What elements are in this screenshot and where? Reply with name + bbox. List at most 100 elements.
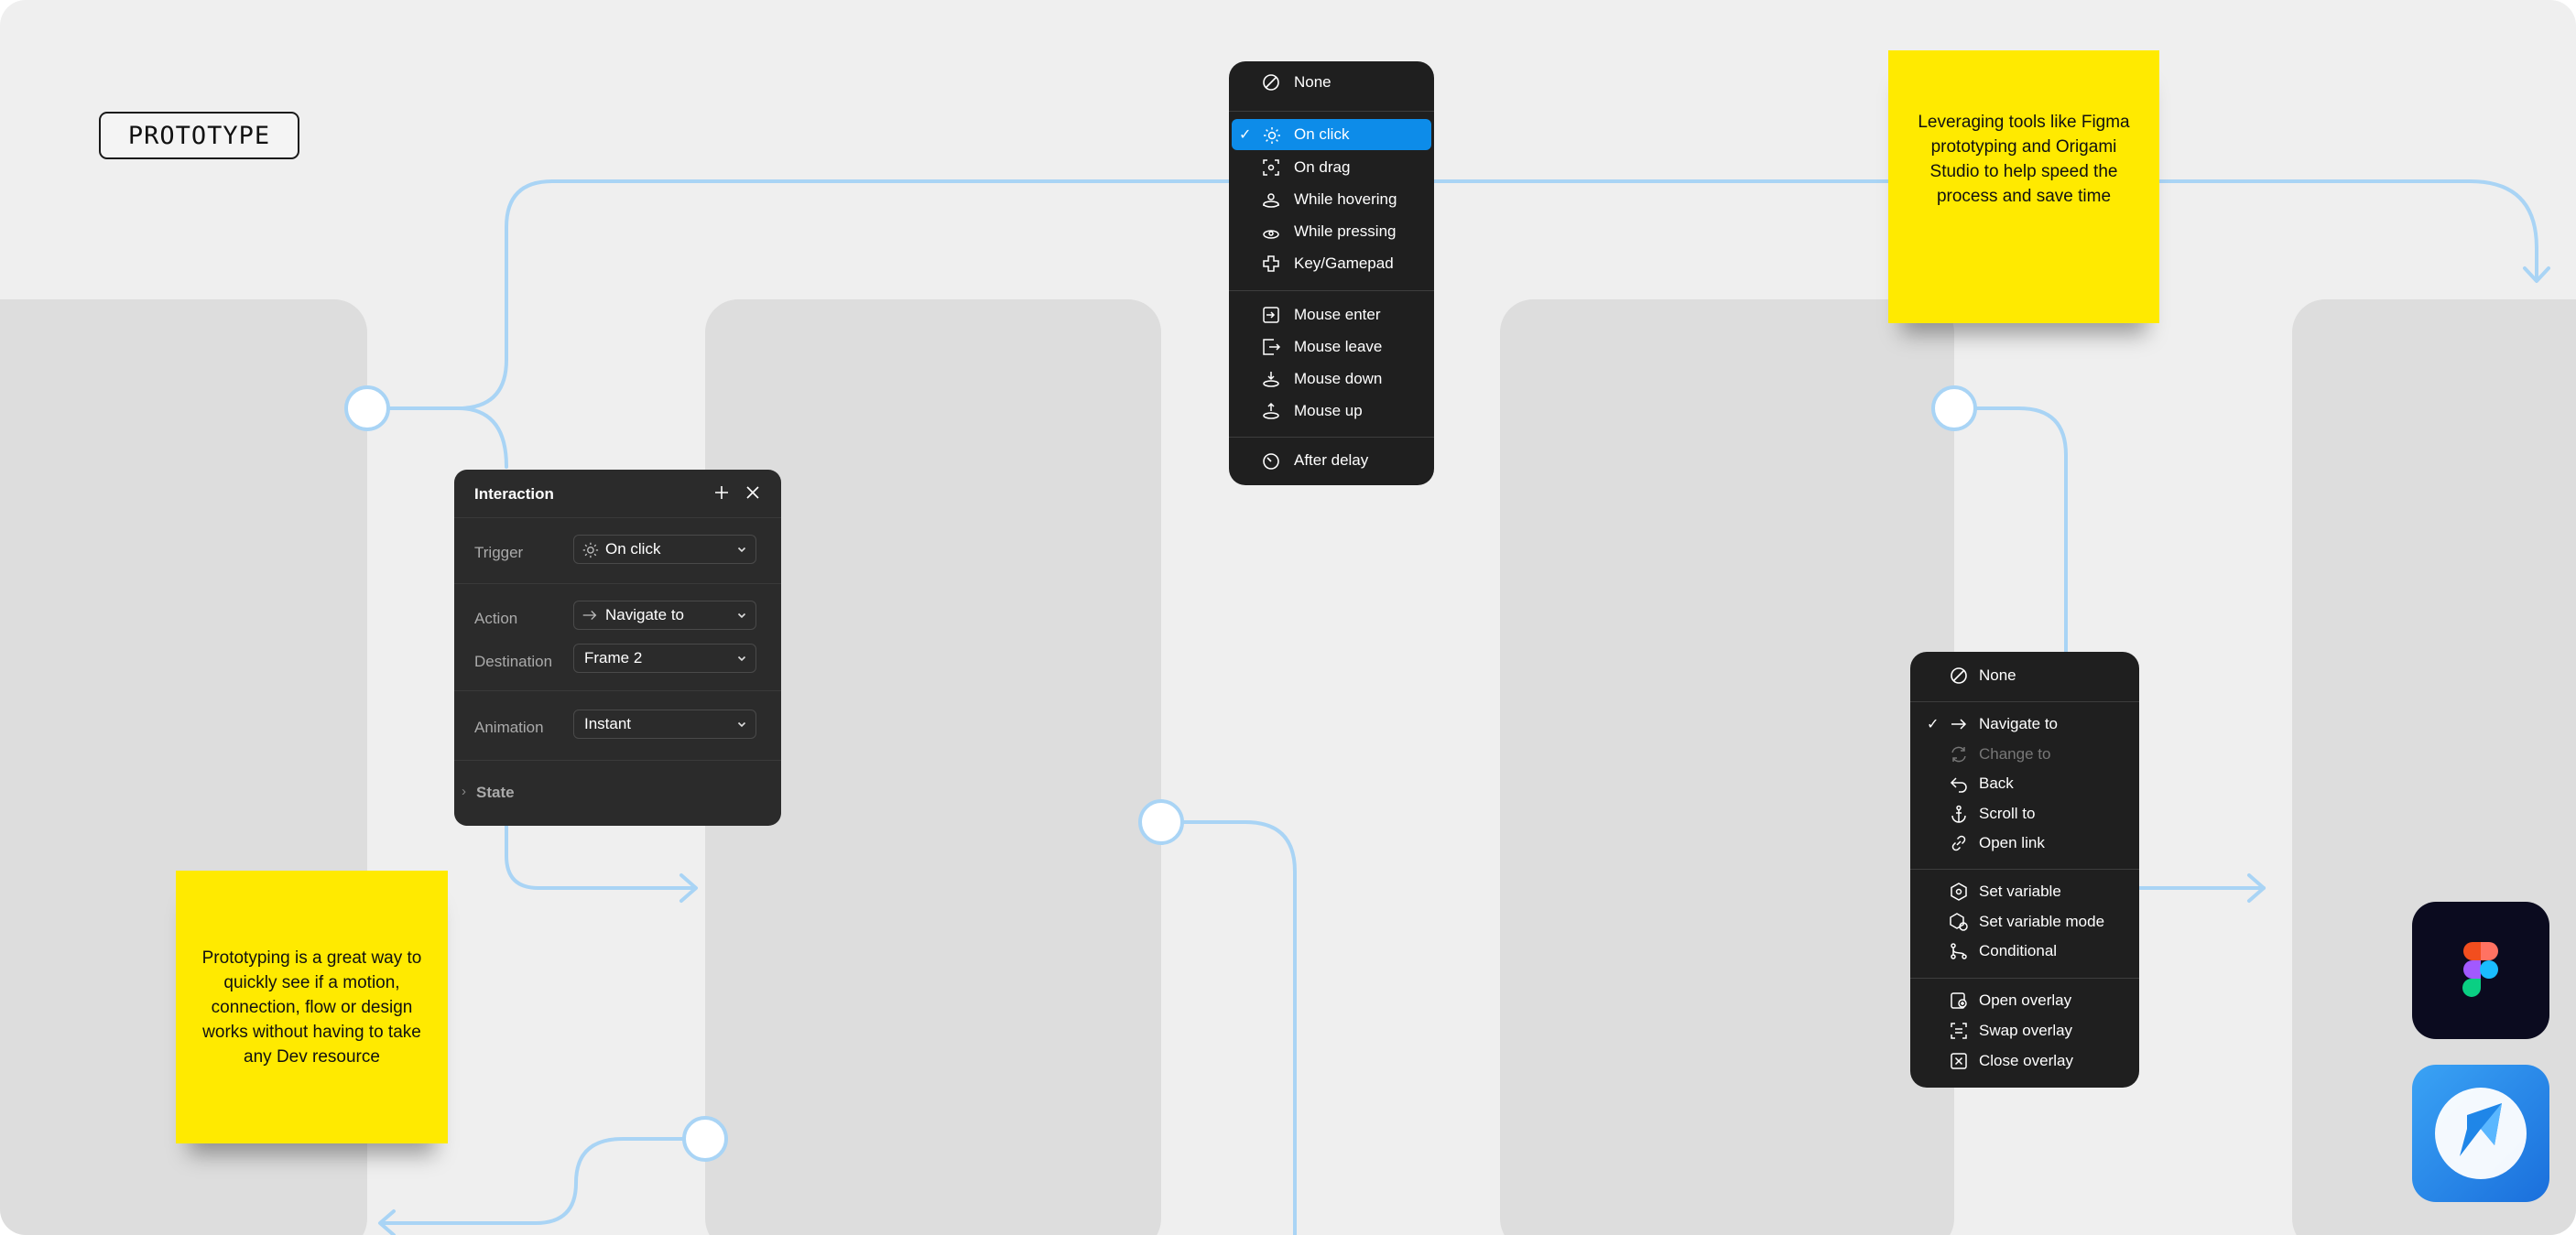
menu-item-close-overlay[interactable]: Close overlay	[1910, 1046, 2139, 1076]
mouse-leave-icon	[1261, 337, 1281, 357]
panel-divider	[454, 583, 781, 584]
origami-studio-app-icon[interactable]	[2412, 1065, 2549, 1202]
connection-node	[1931, 385, 1977, 431]
connection-node	[682, 1116, 728, 1162]
menu-item-label: None	[1979, 666, 2016, 684]
menu-item-label: Scroll to	[1979, 805, 2036, 822]
sticky-line: connection, flow or design	[211, 997, 413, 1017]
menu-item-swap-overlay[interactable]: Swap overlay	[1910, 1016, 2139, 1045]
wire-panel-out	[505, 824, 697, 890]
drag-icon	[1261, 157, 1281, 178]
menu-item-label: Close overlay	[1979, 1052, 2073, 1069]
dropdown-value: Frame 2	[584, 649, 643, 666]
frame-column	[705, 299, 1161, 1235]
wire-mid	[1159, 820, 1297, 1235]
menu-item-on-click[interactable]: ✓ On click	[1232, 119, 1431, 150]
destination-label: Destination	[474, 653, 553, 670]
menu-item-set-variable[interactable]: Set variable	[1910, 877, 2139, 906]
trigger-label: Trigger	[474, 544, 524, 561]
chevron-down-icon	[735, 650, 748, 666]
variable-icon	[1949, 882, 1969, 902]
frame-column	[1500, 299, 1954, 1235]
destination-dropdown[interactable]: Frame 2	[573, 644, 756, 673]
sticky-line: Studio to help speed the	[1929, 162, 2118, 181]
sticky-line: Prototyping is a great way to	[201, 948, 422, 968]
menu-item-scroll-to[interactable]: Scroll to	[1910, 799, 2139, 829]
menu-item-open-overlay[interactable]: Open overlay	[1910, 986, 2139, 1015]
dropdown-value: Navigate to	[605, 606, 684, 623]
swap-overlay-icon	[1949, 1021, 1969, 1041]
menu-item-label: Navigate to	[1979, 715, 2058, 732]
back-icon	[1949, 774, 1969, 794]
menu-item-mouse-leave[interactable]: Mouse leave	[1229, 331, 1434, 363]
action-dropdown[interactable]: Navigate to	[573, 601, 756, 630]
open-overlay-icon	[1949, 991, 1969, 1011]
menu-item-back[interactable]: Back	[1910, 769, 2139, 798]
press-icon	[1261, 222, 1281, 242]
sticky-line: prototyping and Origami	[1930, 137, 2117, 157]
menu-item-after-delay[interactable]: After delay	[1229, 445, 1434, 476]
hover-icon	[1261, 190, 1281, 210]
menu-item-label: Set variable mode	[1979, 913, 2105, 930]
plus-icon[interactable]	[711, 482, 733, 504]
figma-app-icon[interactable]	[2412, 902, 2549, 1039]
origami-logo	[2435, 1088, 2527, 1179]
sticky-note-right[interactable]: Leveraging tools like Figma prototyping …	[1888, 50, 2159, 323]
menu-item-label: On click	[1294, 125, 1350, 143]
trigger-dropdown[interactable]: On click	[573, 535, 756, 564]
dropdown-value: On click	[605, 540, 661, 558]
panel-divider	[454, 517, 781, 518]
anchor-icon	[1949, 804, 1969, 824]
mouse-enter-icon	[1261, 305, 1281, 325]
mouse-down-icon	[1261, 369, 1281, 389]
panel-title: Interaction	[474, 485, 554, 503]
menu-item-open-link[interactable]: Open link	[1910, 829, 2139, 858]
menu-item-label: Back	[1979, 775, 2014, 792]
figma-logo	[2462, 942, 2498, 997]
menu-item-label: While hovering	[1294, 190, 1397, 208]
action-label: Action	[474, 610, 518, 627]
menu-item-label: On drag	[1294, 158, 1351, 176]
close-icon[interactable]	[742, 482, 764, 504]
menu-item-mouse-down[interactable]: Mouse down	[1229, 363, 1434, 395]
click-icon	[580, 539, 600, 559]
menu-divider	[1910, 701, 2139, 702]
menu-item-while-pressing[interactable]: While pressing	[1229, 216, 1434, 247]
link-icon	[1949, 833, 1969, 853]
menu-item-set-variable-mode[interactable]: Set variable mode	[1910, 907, 2139, 937]
chevron-right-icon[interactable]: ›	[462, 784, 466, 799]
none-icon	[1261, 72, 1281, 92]
menu-item-label: Mouse up	[1294, 402, 1363, 419]
state-section-toggle[interactable]: State	[476, 784, 515, 801]
menu-item-on-drag[interactable]: On drag	[1229, 152, 1434, 183]
animation-dropdown[interactable]: Instant	[573, 710, 756, 739]
arrowhead-right-2	[2247, 873, 2266, 903]
action-menu: None ✓ Navigate to Change to Back Scroll…	[1910, 652, 2139, 1088]
wire-bottom-left	[380, 1137, 707, 1225]
menu-item-key-gamepad[interactable]: Key/Gamepad	[1229, 248, 1434, 279]
connection-node	[1138, 799, 1184, 845]
menu-item-none[interactable]: None	[1229, 67, 1434, 98]
menu-item-label: While pressing	[1294, 222, 1397, 240]
none-icon	[1949, 666, 1969, 686]
arrow-right-icon	[580, 605, 600, 625]
menu-item-conditional[interactable]: Conditional	[1910, 937, 2139, 966]
menu-item-mouse-up[interactable]: Mouse up	[1229, 395, 1434, 427]
menu-item-label: Mouse down	[1294, 370, 1383, 387]
close-overlay-icon	[1949, 1051, 1969, 1071]
sticky-line: process and save time	[1936, 187, 2112, 206]
sticky-note-left[interactable]: Prototyping is a great way to quickly se…	[176, 871, 448, 1143]
panel-divider	[454, 690, 781, 691]
menu-item-label: Open overlay	[1979, 991, 2072, 1009]
menu-divider	[1229, 437, 1434, 438]
menu-item-navigate-to[interactable]: ✓ Navigate to	[1910, 710, 2139, 739]
sticky-line: Leveraging tools like Figma	[1918, 113, 2130, 132]
menu-item-mouse-enter[interactable]: Mouse enter	[1229, 299, 1434, 330]
menu-item-label: After delay	[1294, 451, 1369, 469]
arrowhead-left	[378, 1209, 396, 1235]
menu-item-none[interactable]: None	[1910, 661, 2139, 690]
menu-item-label: Change to	[1979, 745, 2051, 763]
menu-item-while-hovering[interactable]: While hovering	[1229, 184, 1434, 215]
mouse-up-icon	[1261, 401, 1281, 421]
